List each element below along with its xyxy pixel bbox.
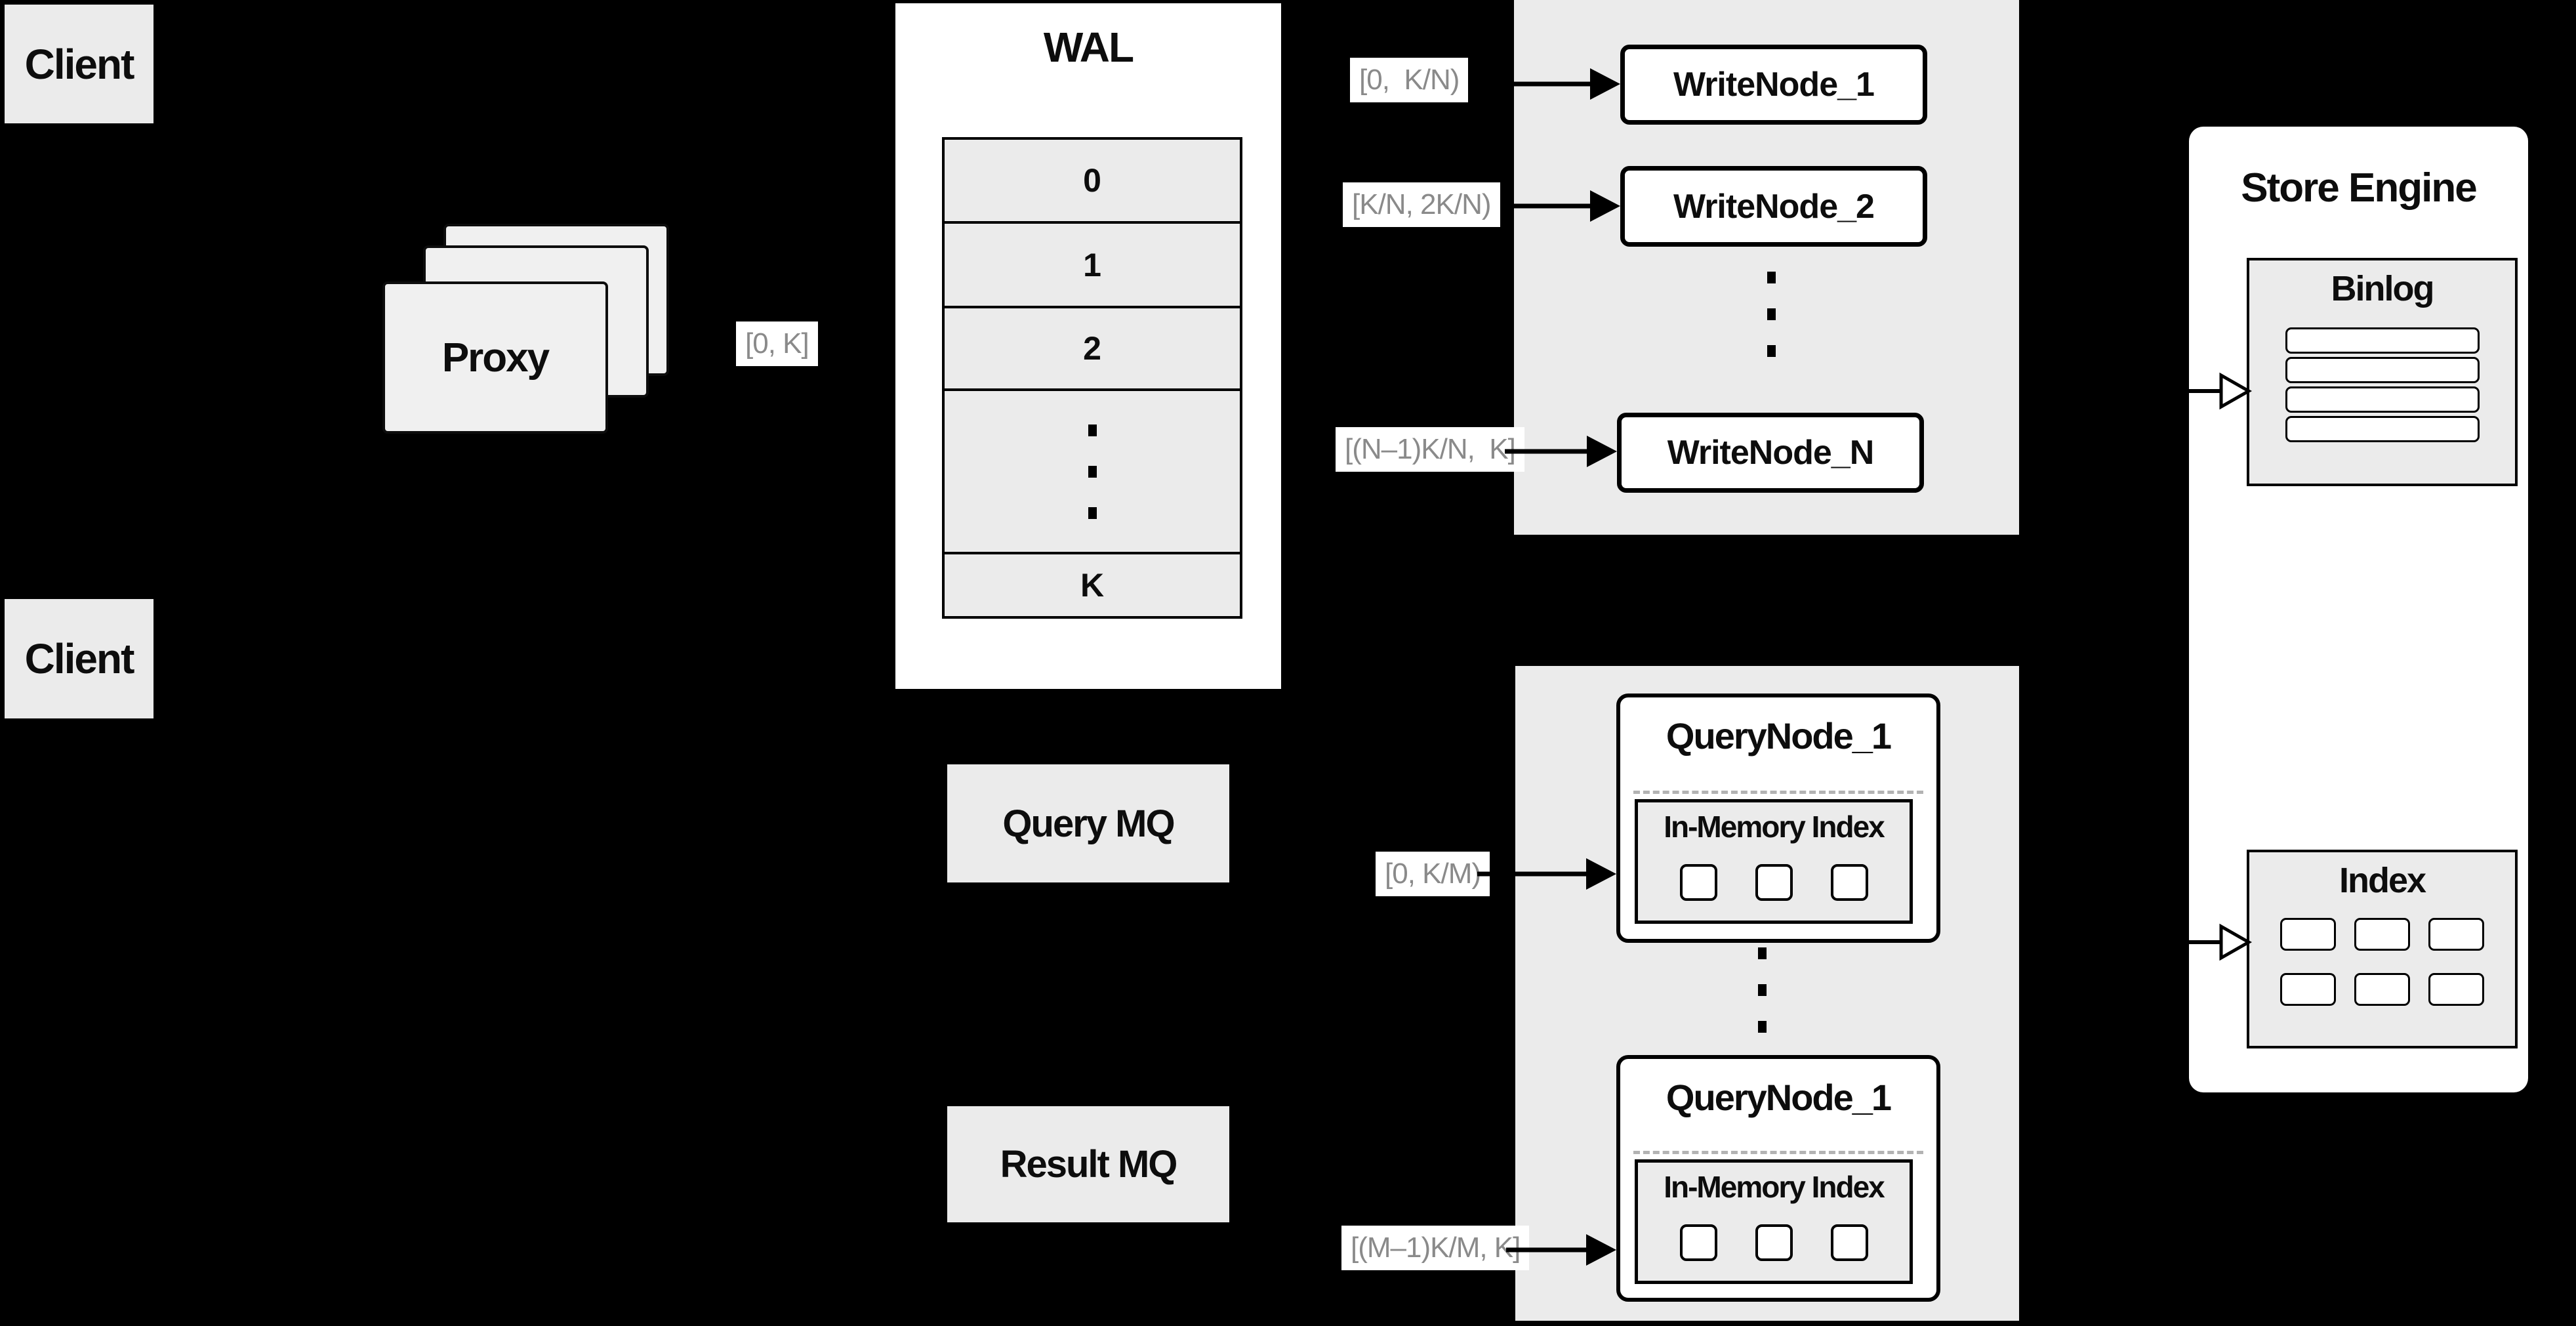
client-box-bottom: Client [5,599,153,718]
segment-square [1830,864,1868,901]
segment-square [1679,1224,1717,1261]
binlog-row [2285,327,2480,354]
range-label-write-node-2: [K/N, 2K/N) [1343,182,1500,227]
index-cell [2428,973,2484,1006]
wal-row-2: 2 [942,306,1242,391]
arrowhead-write-node-1 [1590,68,1620,100]
query-node-bottom-title: QueryNode_1 [1666,1077,1892,1118]
range-label-query-node-1: [0, K/M) [1376,852,1490,896]
wal-title: WAL [1043,24,1134,71]
index-box: Index [2247,850,2518,1048]
ellipsis-dot [1767,308,1776,320]
client-top-label: Client [24,40,135,88]
wal-table: 0 1 2 K [942,137,1242,619]
wal-row-1: 1 [942,221,1242,308]
ellipsis-dot [1767,345,1776,357]
write-node-1-label: WriteNode_1 [1673,66,1875,104]
query-node-top-title: QueryNode_1 [1666,715,1892,756]
write-node-1-box: WriteNode_1 [1620,45,1927,125]
wal-panel: WAL 0 1 2 K [895,3,1281,689]
write-node-n-label: WriteNode_N [1667,434,1875,472]
segment-square [1755,864,1793,901]
inmemory-index-box-top: In-Memory Index [1635,799,1913,924]
arrowhead-write-node-2 [1590,190,1620,222]
wal-row-k: K [942,552,1242,619]
index-cell [2354,973,2410,1006]
arrowhead-write-node-n [1587,436,1617,467]
wal-row-ellipsis [942,388,1242,554]
dashed-separator [1633,791,1923,794]
proxy-card-front: Proxy [382,281,608,434]
ellipsis-dot [1758,1021,1767,1033]
ellipsis-dot [1758,947,1767,959]
query-mq-box: Query MQ [947,764,1229,882]
result-mq-box: Result MQ [947,1106,1229,1222]
ellipsis-dot [1088,507,1097,519]
arrowhead-query-node-top [1586,858,1616,890]
write-node-2-box: WriteNode_2 [1620,166,1927,247]
ellipsis-dot [1758,984,1767,996]
range-label-proxy-to-wal: [0, K] [736,321,818,366]
query-mq-label: Query MQ [1002,802,1175,845]
query-node-bottom-box: QueryNode_1 In-Memory Index [1616,1055,1940,1302]
inmemory-index-title: In-Memory Index [1664,810,1885,844]
index-cell [2280,918,2336,951]
index-cell [2280,973,2336,1006]
index-cells [2280,918,2484,1006]
range-label-query-node-m: [(M–1)K/M, K] [1341,1226,1530,1270]
query-node-top-box: QueryNode_1 In-Memory Index [1616,694,1940,943]
index-cell [2428,918,2484,951]
ellipsis-dot [1088,465,1097,478]
ellipsis-dot [1088,424,1097,436]
inmemory-index-box-bottom: In-Memory Index [1635,1159,1913,1284]
segment-square [1679,864,1717,901]
client-bottom-label: Client [24,635,135,682]
write-node-2-label: WriteNode_2 [1673,187,1875,226]
write-node-n-box: WriteNode_N [1617,413,1924,493]
binlog-row [2285,386,2480,413]
index-title: Index [2339,861,2426,900]
arrowhead-binlog [2219,372,2253,410]
inmemory-index-title: In-Memory Index [1664,1170,1885,1204]
binlog-row [2285,357,2480,383]
client-box-top: Client [5,5,153,123]
store-engine-panel: Store Engine Binlog Index [2189,127,2528,1092]
binlog-box: Binlog [2247,258,2518,486]
binlog-row [2285,416,2480,442]
dashed-separator [1633,1151,1923,1154]
arrowhead-index [2219,923,2253,961]
segment-square [1830,1224,1868,1261]
binlog-title: Binlog [2331,269,2435,308]
result-mq-label: Result MQ [1000,1143,1178,1186]
segment-squares [1679,864,1868,901]
segment-square [1755,1224,1793,1261]
ellipsis-dot [1767,272,1776,283]
index-cell [2354,918,2410,951]
binlog-rows [2285,327,2480,442]
range-label-write-node-1: [0, K/N) [1350,58,1469,102]
arrowhead-query-node-bottom [1586,1234,1616,1266]
store-engine-title: Store Engine [2241,165,2477,211]
segment-squares [1679,1224,1868,1261]
range-label-write-node-n: [(N–1)K/N, K] [1336,427,1524,472]
proxy-label: Proxy [441,335,550,381]
